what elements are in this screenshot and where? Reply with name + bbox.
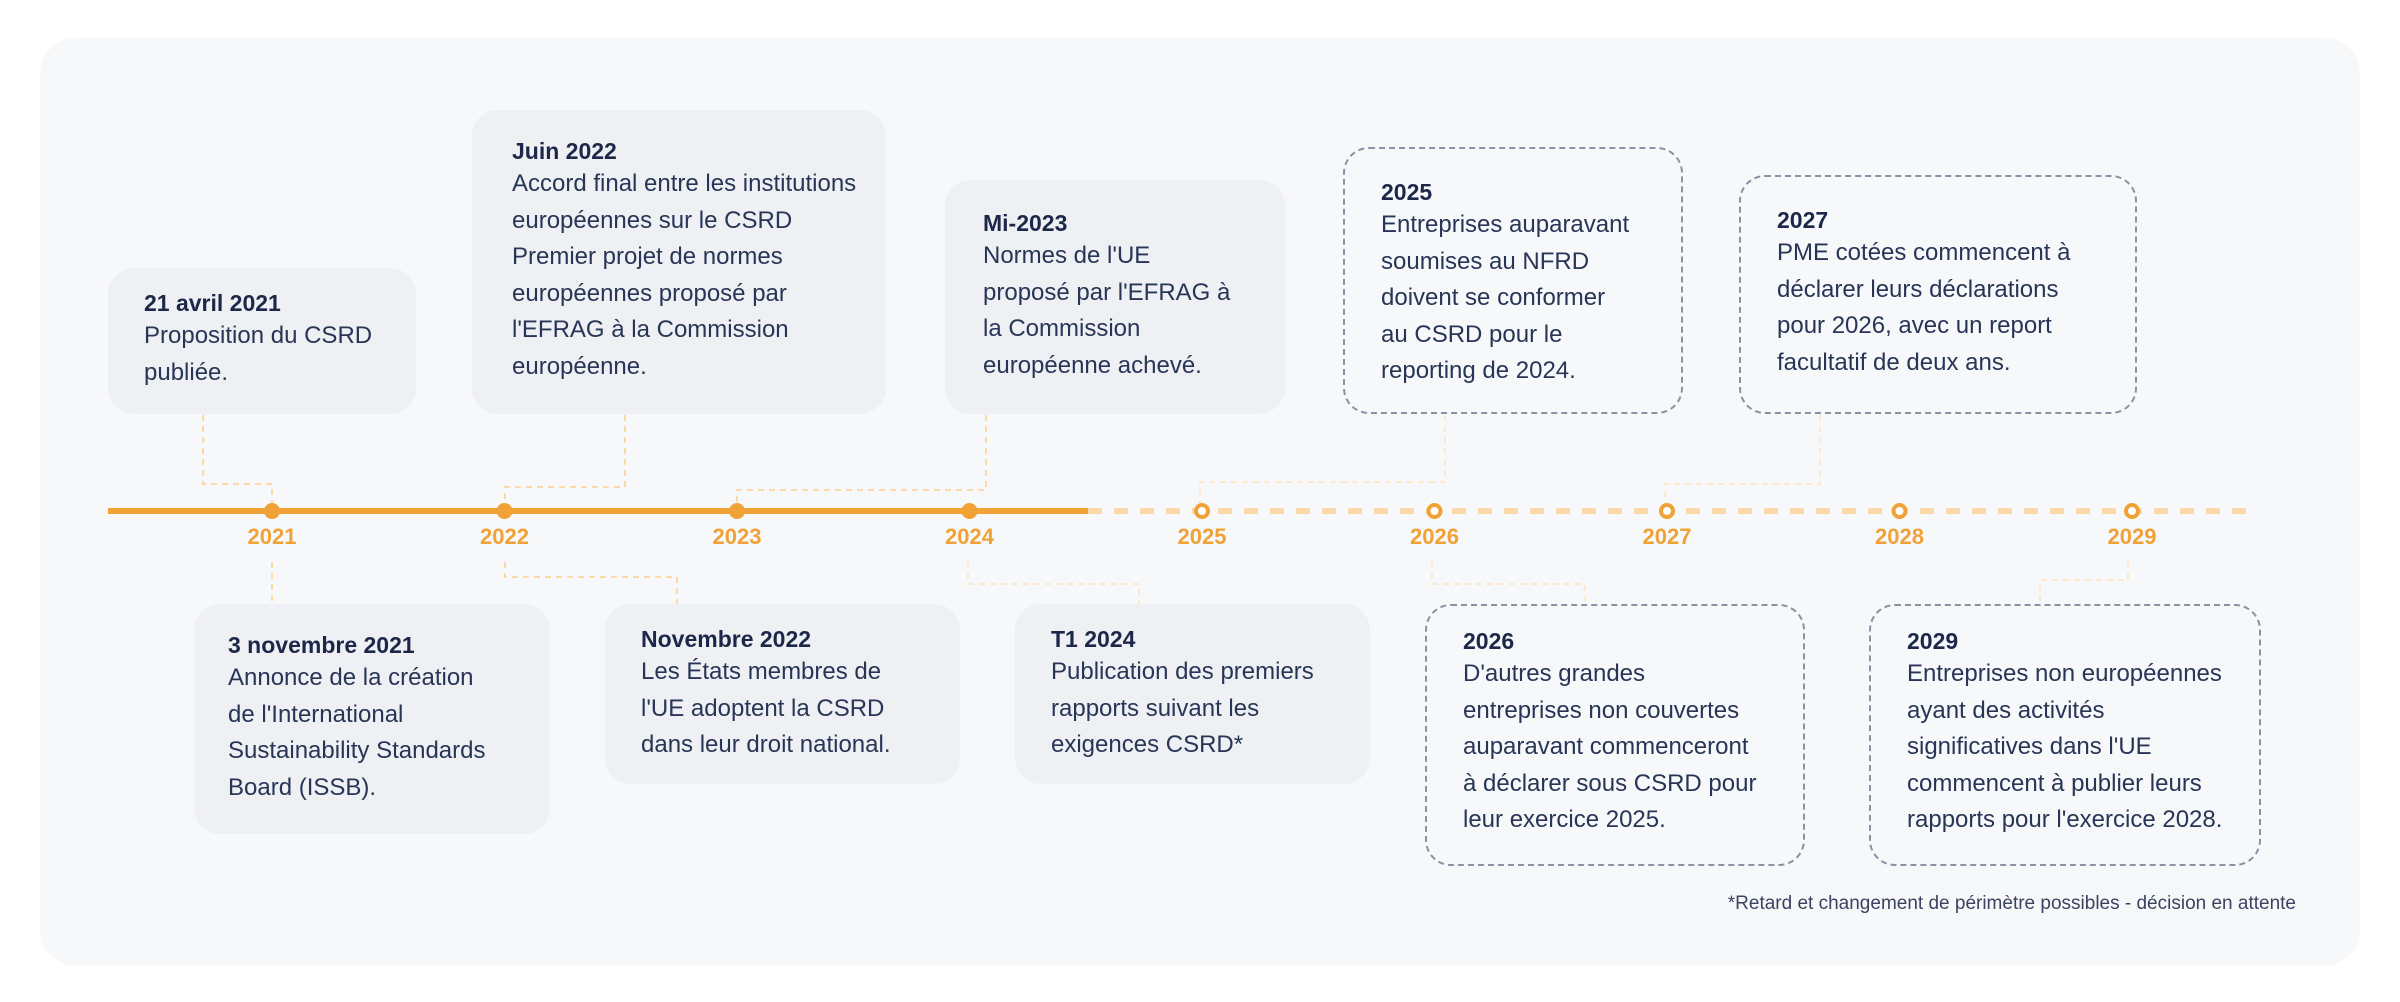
event-description: Les États membres de l'UE adoptent la CS…: [641, 658, 891, 758]
event-description: Entreprises auparavant soumises au NFRD …: [1381, 211, 1630, 384]
connector-nov-2022: [504, 562, 678, 604]
event-card-apr-2021: 21 avril 2021 Proposition du CSRD publié…: [108, 268, 416, 414]
year-label-2022: 2022: [480, 524, 529, 549]
event-card-jun-2022: Juin 2022 Accord final entre les institu…: [472, 110, 886, 414]
event-date: 21 avril 2021: [144, 290, 281, 316]
event-card-2025: 2025 Entreprises auparavant soumises au …: [1343, 147, 1683, 414]
event-description: Annonce de la création de l'Internationa…: [228, 664, 486, 801]
event-date: Mi-2023: [983, 210, 1068, 236]
year-marker-2027: [1659, 503, 1675, 519]
event-date: 2027: [1777, 207, 1829, 233]
event-card-nov-2021: 3 novembre 2021 Annonce de la création d…: [194, 604, 550, 834]
year-marker-2025: [1194, 503, 1210, 519]
event-description: PME cotées commencent à déclarer leurs d…: [1777, 239, 2071, 376]
event-card-nov-2022: Novembre 2022 Les États membres de l'UE …: [605, 604, 960, 784]
event-description: D'autres grandes entreprises non couvert…: [1463, 660, 1757, 833]
year-marker-2021: [264, 503, 280, 519]
event-date: Novembre 2022: [641, 626, 812, 652]
year-label-2028: 2028: [1875, 524, 1924, 549]
year-label-2029: 2029: [2107, 524, 2157, 549]
event-date: 2026: [1463, 628, 1515, 654]
event-date: 2029: [1907, 628, 1959, 654]
event-card-mid-2023: Mi-2023 Normes de l'UE proposé par l'EFR…: [945, 180, 1285, 414]
connector-2027: [1664, 415, 1821, 510]
connector-mid-2023: [736, 415, 987, 510]
connector-jun-2022: [504, 415, 626, 510]
event-date: 2025: [1381, 179, 1433, 205]
year-label-2024: 2024: [945, 524, 994, 549]
event-card-2026: 2026 D'autres grandes entreprises non co…: [1425, 604, 1805, 866]
connector-2025: [1199, 415, 1446, 510]
event-description: Accord final entre les institutions euro…: [512, 170, 857, 380]
year-marker-2029: [2124, 503, 2140, 519]
event-description: Normes de l'UE proposé par l'EFRAG à la …: [983, 242, 1231, 379]
year-label-2021: 2021: [247, 524, 297, 549]
year-label-2026: 2026: [1410, 524, 1459, 549]
event-card-2027: 2027 PME cotées commencent à déclarer le…: [1739, 175, 2137, 414]
event-date: Juin 2022: [512, 138, 617, 164]
year-label-2027: 2027: [1642, 524, 1692, 549]
event-description: Proposition du CSRD publiée.: [144, 322, 373, 386]
connector-2029: [2039, 562, 2129, 604]
event-card-2029: 2029 Entreprises non européennes ayant d…: [1869, 604, 2261, 866]
connector-t1-2024: [967, 562, 1140, 604]
year-marker-2028: [1891, 503, 1908, 519]
connector-apr-2021: [202, 415, 273, 510]
year-label-2025: 2025: [1177, 524, 1227, 549]
year-marker-2026: [1426, 503, 1443, 519]
event-description: Entreprises non européennes ayant des ac…: [1907, 660, 2223, 833]
event-date: 3 novembre 2021: [228, 632, 415, 658]
year-marker-2022: [496, 503, 513, 519]
event-description: Publication des premiers rapports suivan…: [1051, 658, 1314, 758]
event-date: T1 2024: [1051, 626, 1136, 652]
event-card-t1-2024: T1 2024 Publication des premiers rapport…: [1015, 604, 1370, 784]
connector-2026: [1431, 562, 1586, 604]
year-label-2023: 2023: [712, 524, 762, 549]
year-marker-2023: [729, 503, 745, 519]
footnote: *Retard et changement de périmètre possi…: [1727, 893, 2296, 914]
year-marker-2024: [961, 503, 978, 519]
